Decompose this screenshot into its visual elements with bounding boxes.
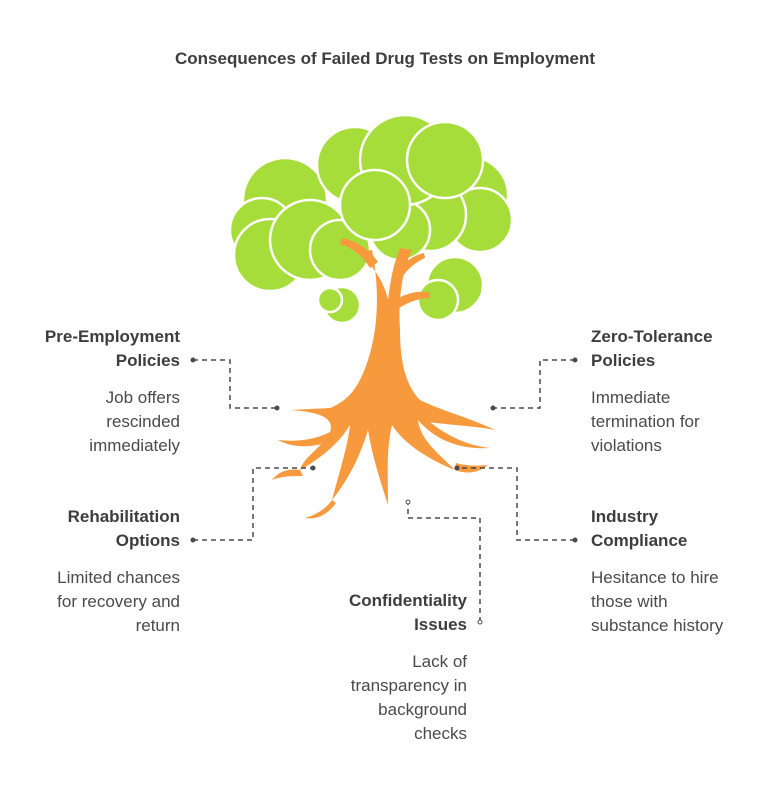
tree-trunk xyxy=(272,238,495,519)
item-heading: Industry Compliance xyxy=(591,507,688,550)
item-description: Immediate termination for violations xyxy=(591,388,700,455)
item-industry: Industry Compliance Hesitance to hire th… xyxy=(591,505,766,638)
item-pre-employment: Pre-Employment Policies Job offers resci… xyxy=(20,325,180,458)
item-heading: Rehabilitation Options xyxy=(67,507,180,550)
connector-dots xyxy=(190,357,578,625)
item-rehabilitation: Rehabilitation Options Limited chances f… xyxy=(20,505,180,638)
diagram-title: Consequences of Failed Drug Tests on Emp… xyxy=(174,49,596,68)
connector-rehabilitation xyxy=(193,467,313,541)
connectors xyxy=(193,359,575,622)
connector-zero-tolerance xyxy=(493,359,575,409)
item-heading: Pre-Employment Policies xyxy=(44,327,180,370)
tree-foliage xyxy=(228,113,514,325)
item-heading: Confidentiality Issues xyxy=(348,591,467,634)
connector-industry xyxy=(457,467,575,541)
item-description: Limited chances for recovery and return xyxy=(57,568,180,635)
item-description: Lack of transparency in background check… xyxy=(350,652,467,743)
item-description: Hesitance to hire those with substance h… xyxy=(591,568,724,635)
item-confidentiality: Confidentiality Issues Lack of transpare… xyxy=(300,589,467,746)
item-description: Job offers rescinded immediately xyxy=(89,388,180,455)
item-zero-tolerance: Zero-Tolerance Policies Immediate termin… xyxy=(591,325,766,458)
item-heading: Zero-Tolerance Policies xyxy=(591,327,713,370)
connector-confidentiality xyxy=(407,502,481,622)
connector-pre-employment xyxy=(193,359,277,409)
